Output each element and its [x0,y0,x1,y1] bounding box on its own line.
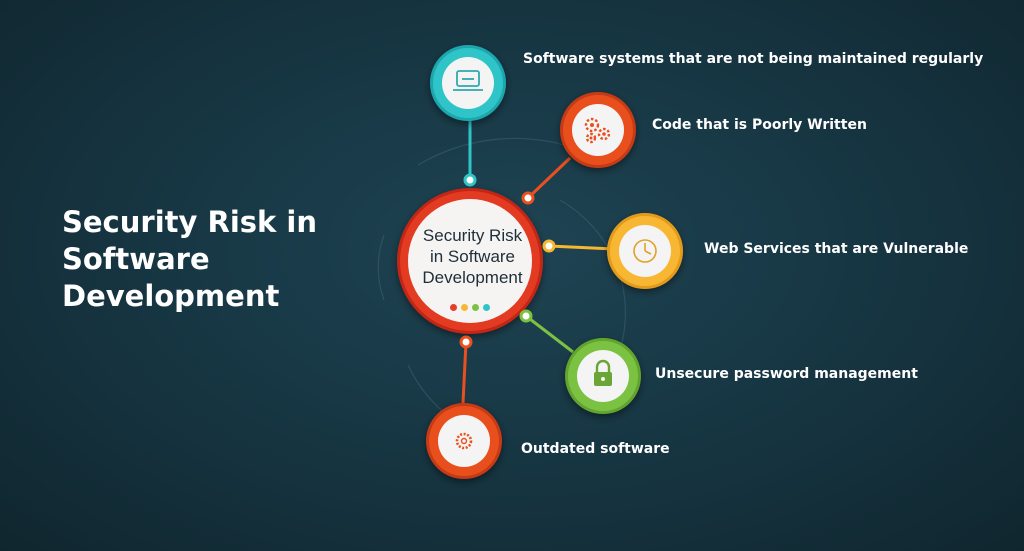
dot-5 [459,335,473,349]
hub-dot-red [450,304,457,311]
item-label-1: Software systems that are not being main… [523,51,984,67]
hub-dot-yellow [461,304,468,311]
dot-4 [519,309,533,323]
title-line-1: Security Risk in [62,205,317,239]
dot-3 [542,239,556,253]
item-node-2 [560,92,636,168]
connector-dots [459,173,556,349]
hub-line-2: in Software [429,247,516,266]
hub-dot-green [472,304,479,311]
clock-icon [633,239,657,263]
hub [397,188,543,334]
hub-line-3: Development [422,268,523,287]
title-line-2: Software [62,242,210,276]
laptop-icon [453,70,483,91]
dot-1 [463,173,477,187]
connector-3 [548,244,615,251]
hub-line-1: Security Risk [422,226,523,245]
title-line-3: Development [62,279,280,313]
gear-icon [455,432,473,450]
connector-5 [461,341,468,404]
lock-icon [594,359,612,386]
connector-2 [526,156,572,200]
connectors [461,118,615,404]
item-node-5 [426,403,502,479]
item-label-3: Web Services that are Vulnerable [704,241,969,257]
hub-dots [450,296,496,311]
item-label-2: Code that is Poorly Written [652,117,867,133]
page-title: Security Risk in Software Development [62,204,362,315]
item-label-5: Outdated software [521,441,670,457]
gears-icon [584,117,611,144]
item-label-4: Unsecure password management [655,366,918,382]
dot-2 [521,191,535,205]
item-node-1 [430,45,506,121]
connector-4 [525,314,574,354]
hub-dot-teal [483,304,490,311]
hub-label: Security Risk in Software Development [405,225,540,288]
